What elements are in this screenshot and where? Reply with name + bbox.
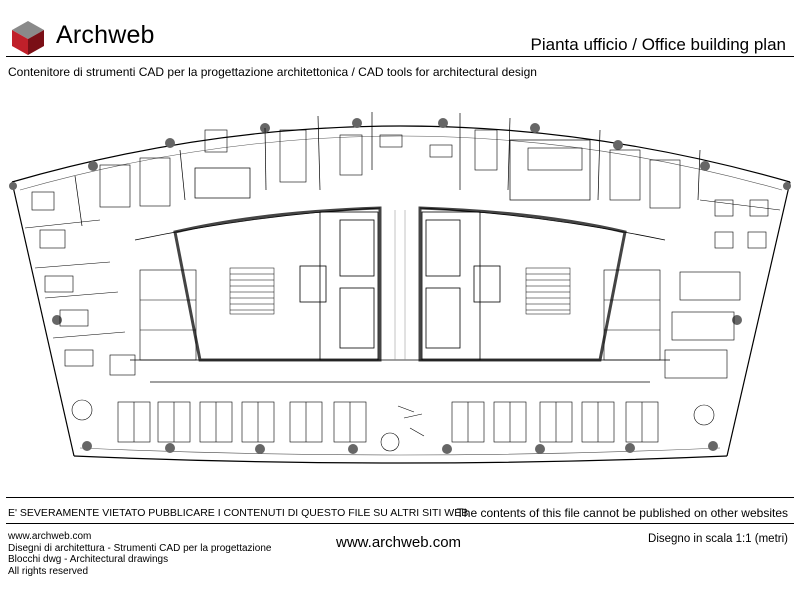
copyright-warning-en: The contents of this file cannot be publ… — [456, 506, 788, 520]
footer-website[interactable]: www.archweb.com — [8, 531, 92, 542]
copyright-warning-it: E' SEVERAMENTE VIETATO PUBBLICARE I CONT… — [8, 507, 469, 519]
footer-divider-bottom — [6, 523, 794, 524]
footer-url-link[interactable]: www.archweb.com — [336, 534, 462, 551]
footer-divider-top — [6, 497, 794, 498]
page-subtitle: Contenitore di strumenti CAD per la prog… — [8, 65, 537, 79]
scale-note: Disegno in scala 1:1 (metri) — [648, 533, 788, 545]
office-floor-plan — [9, 112, 791, 464]
footer-info: www.archweb.com Disegni di architettura … — [8, 531, 271, 577]
page-title: Pianta ufficio / Office building plan — [530, 35, 786, 54]
cube-logo-icon — [12, 21, 44, 55]
header-divider — [6, 56, 794, 57]
footer-line-blocks: Blocchi dwg - Architectural drawings — [8, 554, 169, 565]
footer-line-rights: All rights reserved — [8, 565, 89, 577]
brand-name: Archweb — [56, 21, 155, 49]
footer-line-cad: Disegni di architettura - Strumenti CAD … — [8, 542, 272, 554]
